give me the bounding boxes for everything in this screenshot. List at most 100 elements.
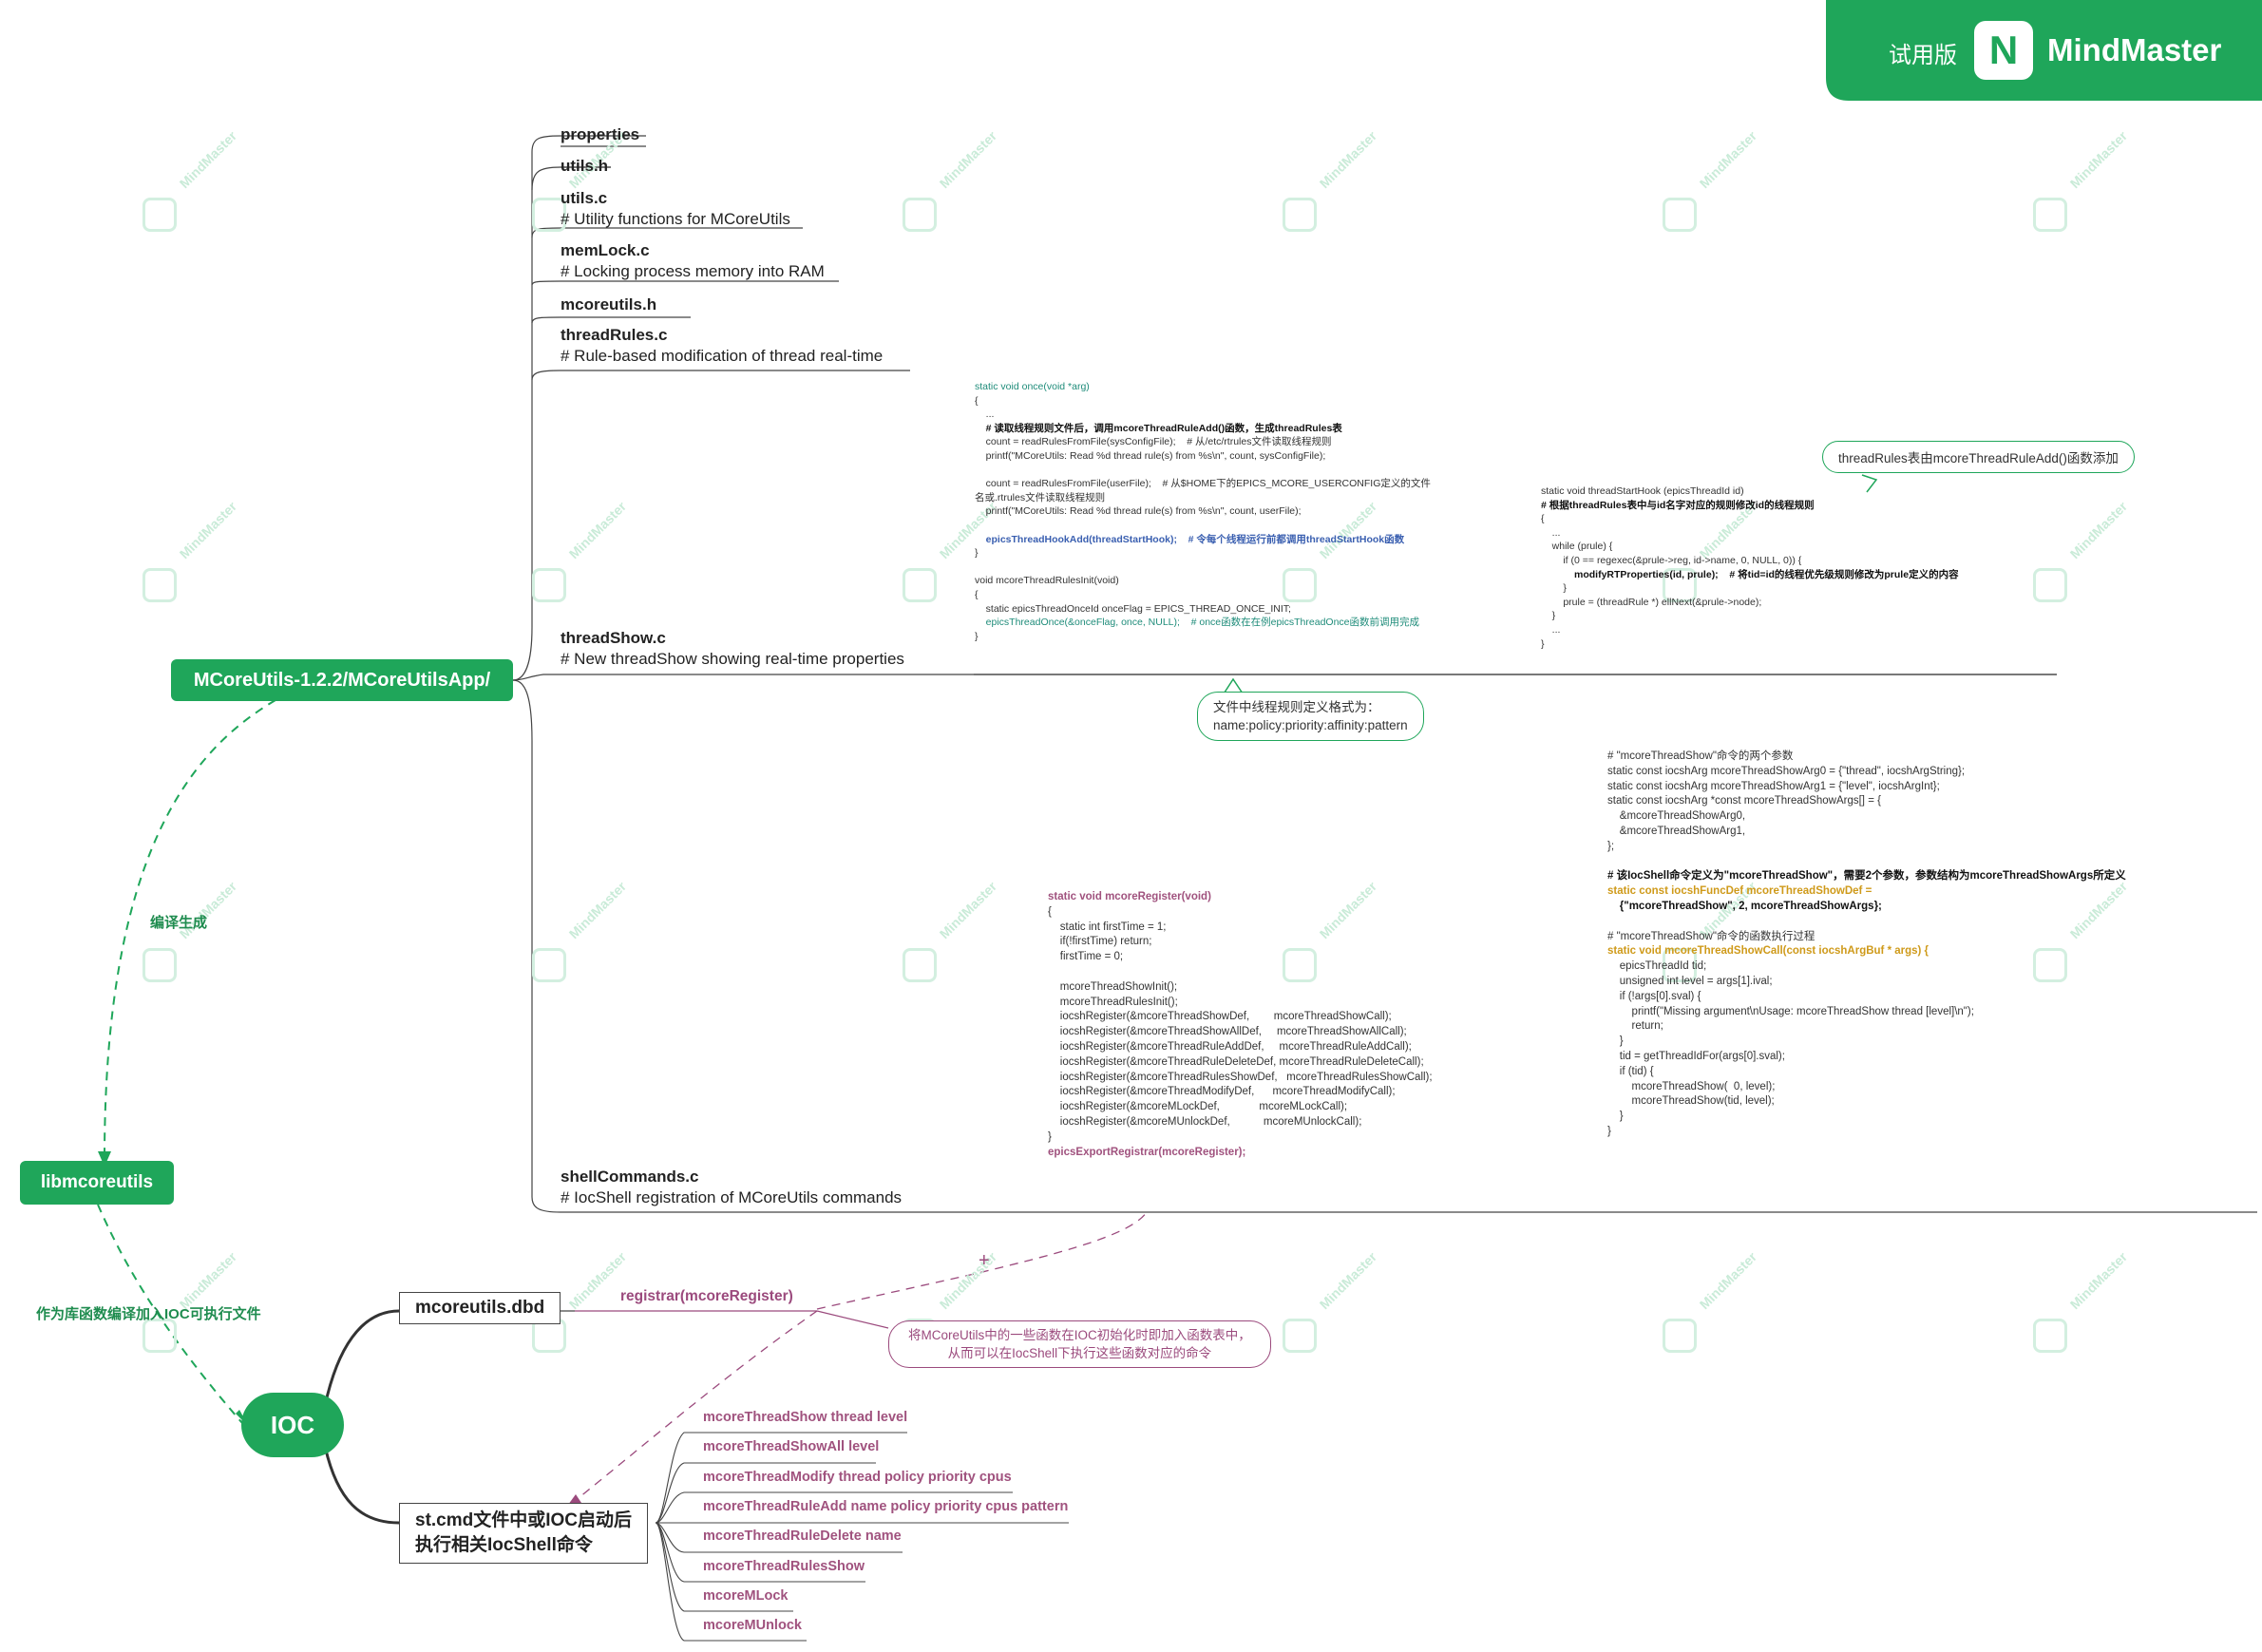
stcmd-node[interactable]: st.cmd文件中或IOC启动后 执行相关IocShell命令 (399, 1503, 649, 1564)
file-threadshow-c[interactable]: threadShow.c# New threadShow showing rea… (561, 629, 904, 668)
watermark-logo-icon (2033, 1319, 2067, 1353)
code-line: printf("MCoreUtils: Read %d thread rule(… (975, 505, 1302, 518)
command-item[interactable]: mcoreMLock (703, 1587, 789, 1604)
ioc-node[interactable]: IOC (241, 1393, 344, 1457)
dbd-node[interactable]: mcoreutils.dbd (399, 1292, 561, 1324)
ioc-branches (323, 1309, 400, 1525)
mindmaster-logo-icon: N (1974, 21, 2033, 80)
file-shellcommands-c[interactable]: shellCommands.c# IocShell registration o… (561, 1168, 903, 1206)
code-line: static const iocshArg mcoreThreadShowArg… (1607, 765, 1966, 777)
watermark-logo-icon (1283, 1319, 1317, 1353)
plus-mark: + (979, 1250, 990, 1271)
code-line (1048, 965, 1433, 980)
code-line: static int firstTime = 1; (1048, 921, 1167, 933)
code-line (1607, 915, 2126, 930)
code-line: return; (1607, 1020, 1663, 1033)
code-line: mcoreThreadShow(tid, level); (1607, 1095, 1775, 1108)
watermark-logo-icon (143, 568, 177, 602)
code-line: if (0 == regexec(&prule->reg, id->name, … (1541, 554, 1802, 566)
code-line: while (prule) { (1541, 541, 1613, 553)
command-item[interactable]: mcoreMUnlock (703, 1618, 802, 1634)
code-line: mcoreThreadShowInit(); (1048, 980, 1178, 993)
code-line: # 根据threadRules表中与id名字对应的规则修改id的线程规则 (1541, 499, 1815, 511)
code-line: &mcoreThreadShowArg1, (1607, 825, 1746, 837)
logo-letter: N (1988, 28, 2019, 72)
code-line: # "mcoreThreadShow"命令的函数执行过程 (1607, 930, 1815, 942)
watermark-logo-icon (143, 198, 177, 232)
compile-label: 编译生成 (150, 915, 208, 931)
callout-threadrules-add: threadRules表由mcoreThreadRuleAdd()函数添加 (1822, 441, 2135, 473)
command-item[interactable]: mcoreThreadShowAll level (703, 1439, 880, 1455)
code-line: unsigned int level = args[1].ival; (1607, 975, 1773, 987)
code-line: ... (1541, 623, 1561, 636)
code-line: iocshRegister(&mcoreThreadShowDef, mcore… (1048, 1011, 1392, 1023)
code-line: } (1541, 582, 1567, 595)
app-node[interactable]: MCoreUtils-1.2.2/MCoreUtilsApp/ (171, 659, 513, 701)
command-item[interactable]: mcoreThreadShow thread level (703, 1410, 908, 1425)
code-line: { (1541, 513, 1545, 525)
callout-register-note: 将MCoreUtils中的一些函数在IOC初始化时即加入函数表中， 从而可以在I… (888, 1320, 1271, 1368)
code-line: static const iocshFuncDef mcoreThreadSho… (1607, 885, 1872, 898)
code-line: modifyRTProperties(id, prule); # 将tid=id… (1541, 568, 1959, 580)
code-line: count = readRulesFromFile(userFile); # 从… (975, 478, 1431, 490)
code-line: epicsThreadHookAdd(threadStartHook); # 令… (975, 533, 1405, 545)
code-line: } (1607, 1125, 1611, 1137)
code-line: firstTime = 0; (1048, 951, 1124, 963)
code-once-function: static void once(void *arg){ ... # 读取线程规… (975, 380, 1431, 643)
compile-edge (104, 699, 276, 1160)
code-line: iocshRegister(&mcoreThreadModifyDef, mco… (1048, 1086, 1396, 1098)
code-line: } (975, 630, 979, 642)
code-line: mcoreThreadRulesInit(); (1048, 996, 1178, 1008)
file-threadrules-c-desc: # Rule-based modification of thread real… (561, 347, 884, 365)
command-item[interactable]: mcoreThreadRuleDelete name (703, 1529, 902, 1545)
file-properties[interactable]: properties (561, 125, 640, 143)
watermark-logo-icon (532, 948, 566, 982)
code-line: count = readRulesFromFile(sysConfigFile)… (975, 436, 1332, 448)
file-threadrules-c[interactable]: threadRules.c# Rule-based modification o… (561, 326, 884, 365)
code-line: static void mcoreRegister(void) (1048, 891, 1211, 902)
code-line: printf("Missing argument\nUsage: mcoreTh… (1607, 1005, 1974, 1017)
lib-to-ioc-label: 作为库函数编译加入IOC可执行文件 (36, 1306, 261, 1322)
stcmd-line-2: 执行相关IocShell命令 (415, 1535, 593, 1555)
code-line: iocshRegister(&mcoreMUnlockDef, mcoreMUn… (1048, 1115, 1362, 1128)
file-utils-h[interactable]: utils.h (561, 157, 609, 175)
code-line: # "mcoreThreadShow"命令的两个参数 (1607, 750, 1794, 762)
watermark-logo-icon (1663, 568, 1697, 602)
callout-rule-format: 文件中线程规则定义格式为： name:policy:priority:affin… (1197, 692, 1424, 741)
file-memlock-c[interactable]: memLock.c# Locking process memory into R… (561, 241, 825, 280)
watermark-logo-icon (2033, 948, 2067, 982)
ioc-node-label: IOC (270, 1410, 315, 1439)
watermark-logo-icon (903, 948, 937, 982)
code-line: &mcoreThreadShowArg0, (1607, 810, 1746, 823)
dbd-node-label: mcoreutils.dbd (415, 1298, 545, 1318)
watermark-logo-icon (1283, 568, 1317, 602)
lib-node-label: libmcoreutils (40, 1172, 154, 1192)
brand-banner (1826, 0, 2262, 101)
code-line: iocshRegister(&mcoreMLockDef, mcoreMLock… (1048, 1101, 1348, 1113)
command-item[interactable]: mcoreThreadRuleAdd name policy priority … (703, 1498, 1069, 1514)
watermark-logo-icon (1663, 1319, 1697, 1353)
command-item[interactable]: mcoreThreadRulesShow (703, 1558, 865, 1574)
code-line: static void threadStartHook (epicsThread… (1541, 485, 1744, 497)
file-mcoreutils-h[interactable]: mcoreutils.h (561, 295, 657, 313)
code-line: # 该IocShell命令定义为"mcoreThreadShow"，需要2个参数… (1607, 870, 2126, 883)
command-item[interactable]: mcoreThreadModify thread policy priority… (703, 1469, 1012, 1485)
code-line: # 读取线程规则文件后，调用mcoreThreadRuleAdd()函数，生成t… (975, 422, 1342, 434)
code-line: } (1607, 1035, 1624, 1048)
code-line: prule = (threadRule *) ellNext(&prule->n… (1541, 596, 1762, 608)
callout-register-note-2: 从而可以在IocShell下执行这些函数对应的命令 (947, 1346, 1212, 1360)
code-line: }; (1607, 840, 1615, 852)
code-line (975, 519, 1431, 533)
brand-name: MindMaster (2047, 32, 2222, 67)
code-mcore-thread-show: # "mcoreThreadShow"命令的两个参数 static const i… (1607, 750, 2126, 1140)
code-line: static void mcoreThreadShowCall(const io… (1607, 945, 1929, 958)
code-line: iocshRegister(&mcoreThreadRuleDeleteDef,… (1048, 1055, 1424, 1068)
file-utils-c[interactable]: utils.c# Utility functions for MCoreUtil… (561, 189, 790, 228)
watermark-logo-icon (903, 568, 937, 602)
lib-node[interactable]: libmcoreutils (20, 1161, 174, 1205)
code-line: void mcoreThreadRulesInit(void) (975, 575, 1119, 587)
code-line: tid = getThreadIdFor(args[0].sval); (1607, 1050, 1785, 1062)
code-line: epicsThreadOnce(&onceFlag, once, NULL); … (975, 617, 1420, 629)
code-line: if (!args[0].sval) { (1607, 990, 1701, 1002)
